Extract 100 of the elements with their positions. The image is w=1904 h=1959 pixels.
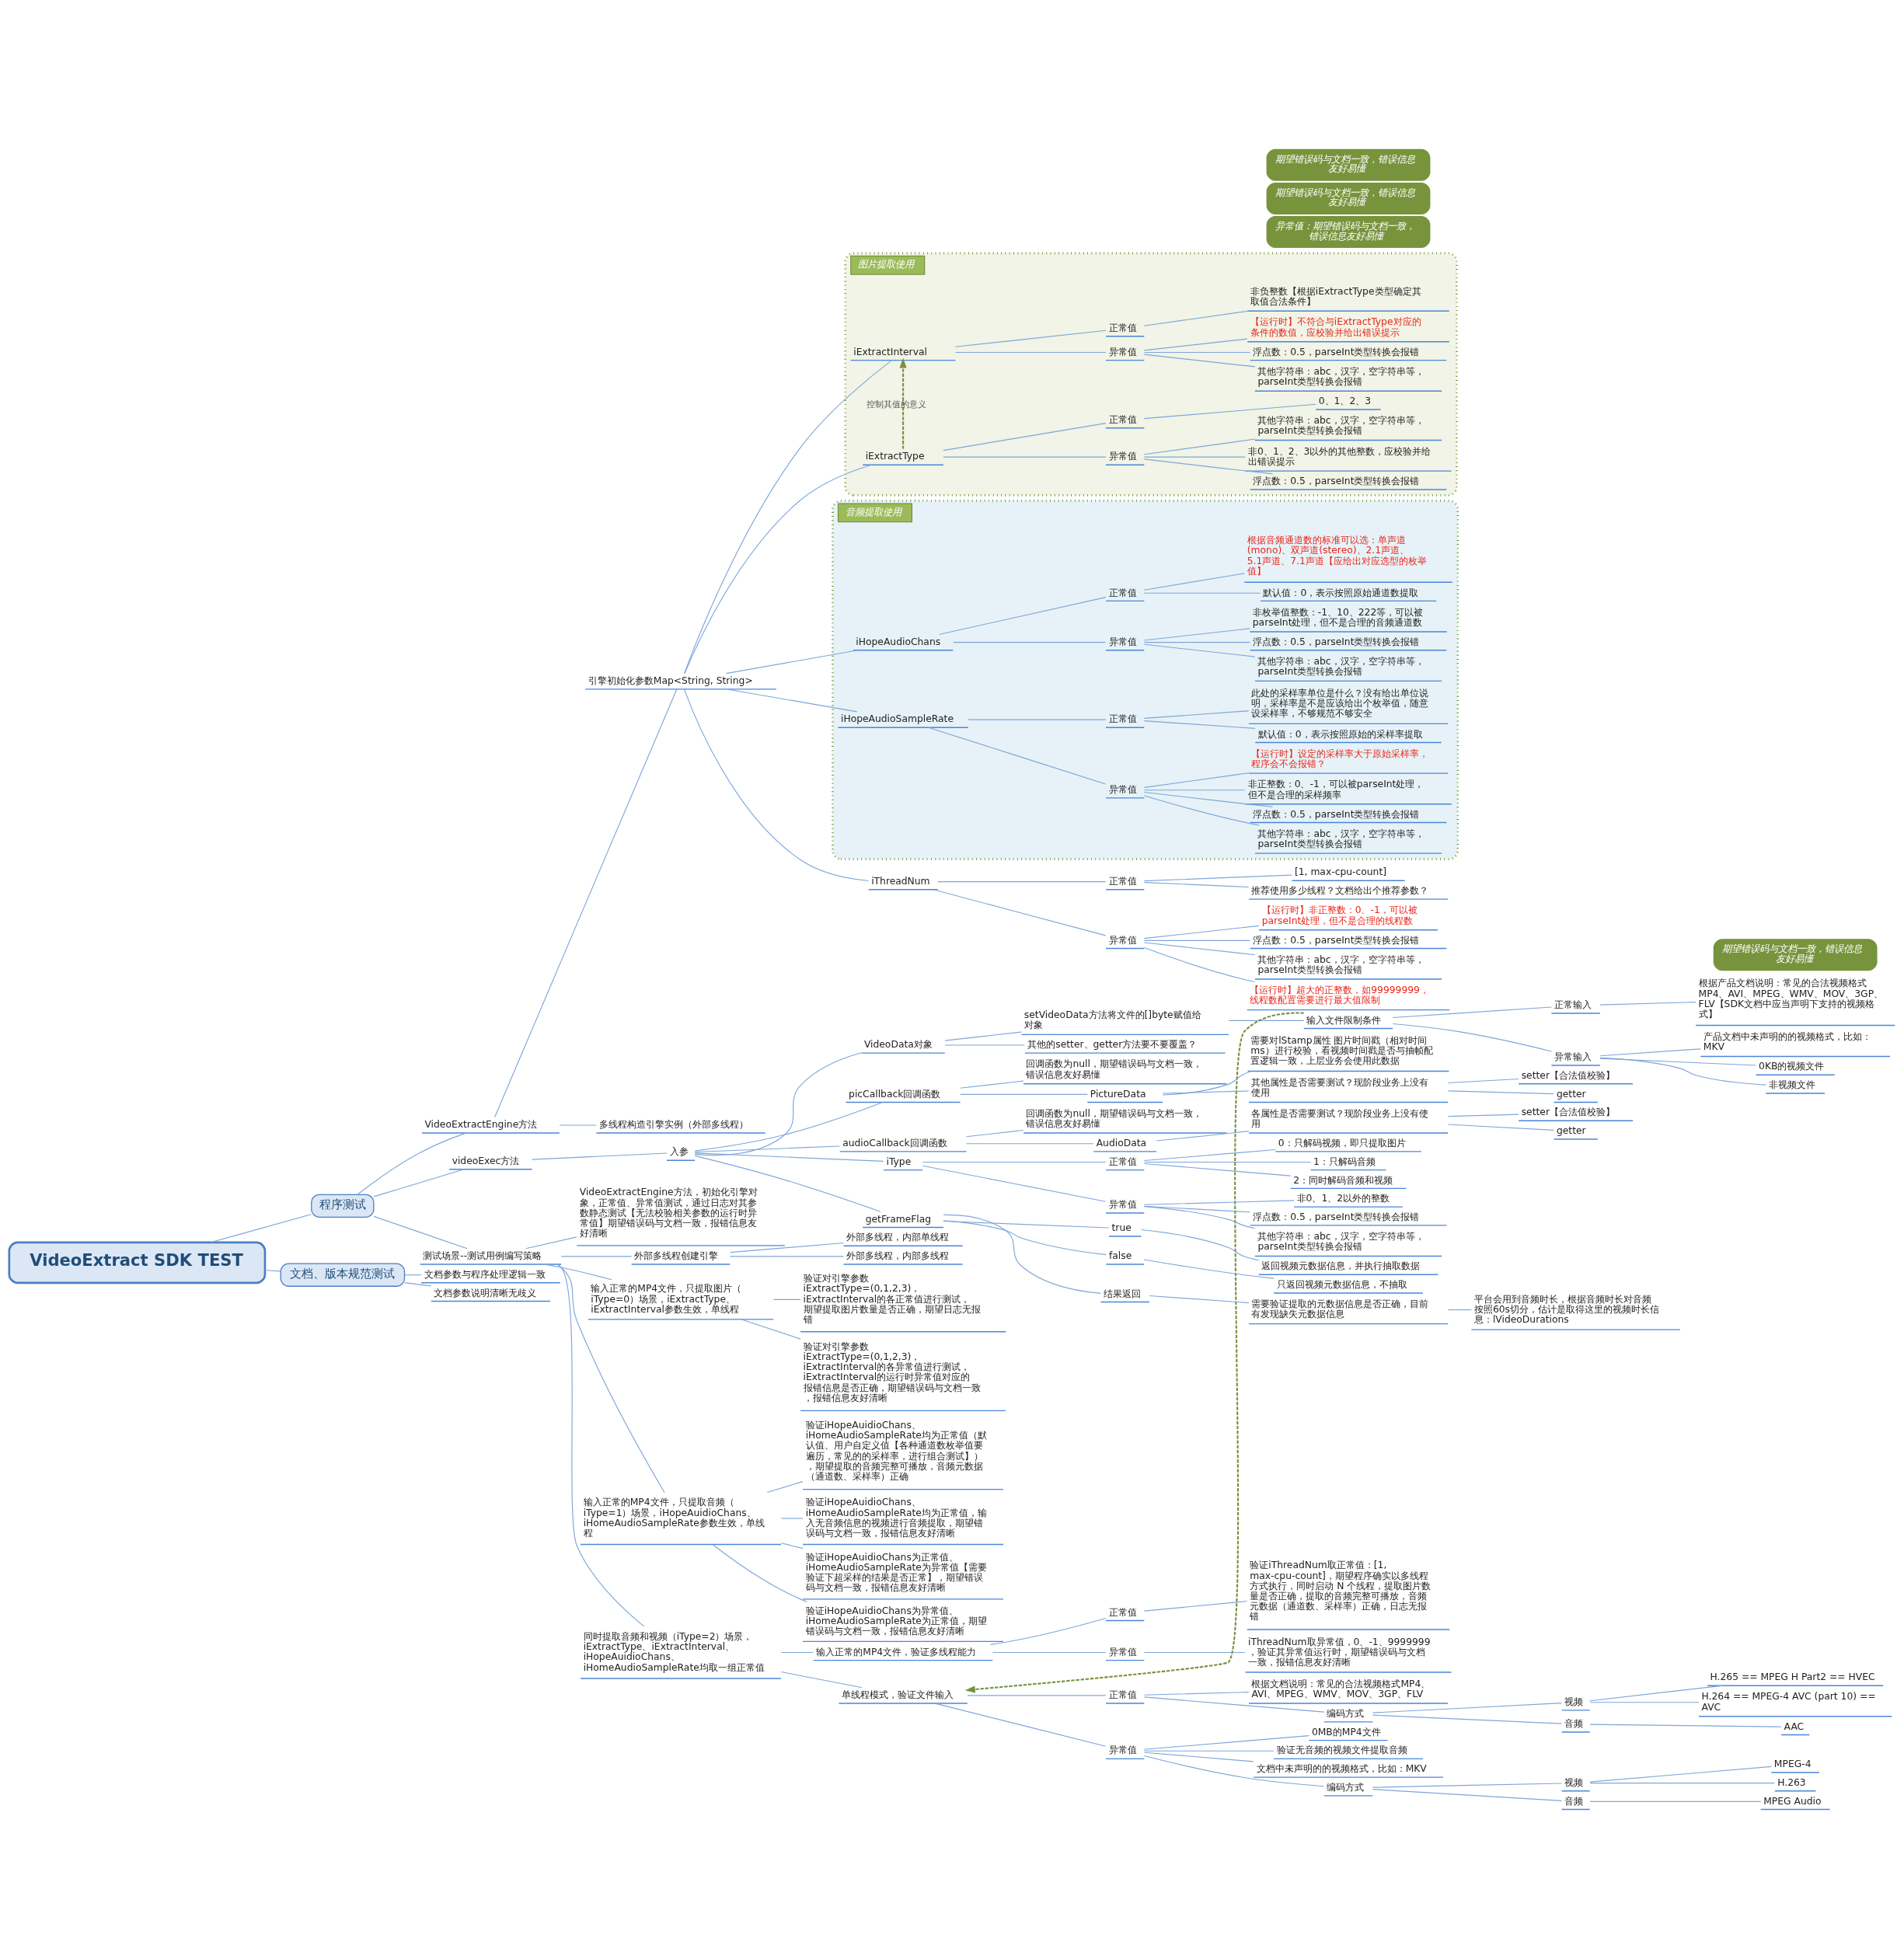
node-text: 非0、1、2以外的整数 [1296, 1193, 1390, 1204]
node-text: getFrameFlag [865, 1213, 932, 1225]
connector [1447, 1309, 1472, 1311]
connector [373, 1215, 468, 1250]
connector [1143, 310, 1250, 326]
node-text: 其他字符串：abc，汉字，空字符串等，parseInt类型转换会报错 [1257, 655, 1425, 678]
connector [939, 597, 1107, 635]
connector [1140, 1229, 1260, 1261]
node-text: 非0、1、2、3以外的其他整数，应校验并给出错误提示 [1248, 445, 1431, 467]
connector [1143, 1161, 1312, 1163]
node-box: 文档、版本规范测试 [280, 1263, 406, 1287]
connector [694, 1145, 840, 1153]
node-text: iThreadNum [871, 875, 930, 887]
node-text: 各属性是否需要测试？现阶段业务上没有使用 [1251, 1107, 1429, 1129]
arrow [899, 357, 907, 449]
connector [922, 1165, 1107, 1202]
connector [1143, 795, 1260, 826]
connector [780, 1518, 804, 1519]
node-text: 异常值 [1108, 1745, 1137, 1756]
connector [780, 1651, 814, 1654]
connector [928, 727, 1107, 785]
node-text: PictureData [1090, 1088, 1146, 1100]
connector [694, 1052, 862, 1156]
connector [780, 1542, 804, 1549]
connector [965, 1129, 1024, 1138]
node-text: VideoData对象 [863, 1039, 933, 1051]
node-text: iHopeAudioChans [856, 636, 941, 647]
node-text: 引擎初始化参数Map<String, String> [588, 675, 753, 687]
connector [373, 1169, 465, 1197]
node-text: 验证iHopeAuidioChans为正常值、iHomeAudioSampleRate为异常值【需要验证下超采样的结果是否正常】，期望错误码与文档一致，报错信息友好清晰 [805, 1551, 987, 1594]
connector [943, 456, 1107, 458]
connector [780, 1671, 863, 1689]
connector [1143, 720, 1256, 729]
node-text: H.263 [1777, 1776, 1806, 1788]
connector [1589, 1783, 1776, 1784]
connector [1143, 1149, 1276, 1162]
connector [726, 688, 858, 713]
node-text: 异常值 [1108, 346, 1137, 357]
connector [694, 1102, 884, 1152]
node-text: true [1111, 1222, 1132, 1234]
node-text: 返回视频元数据信息，并执行抽取数据 [1261, 1260, 1421, 1272]
connector [1143, 1200, 1295, 1205]
node-text: 验证无音频的视频文件提取音频 [1276, 1745, 1407, 1756]
node-text: 输入文件限制条件 [1306, 1014, 1382, 1026]
connector [1447, 1114, 1519, 1117]
connector [1372, 1714, 1563, 1724]
node-text: 验证iHopeAuidioChans为异常值、iHomeAudioSampleRate为正常值，期望错误码与文档一致，报错信息友好清晰 [805, 1605, 987, 1637]
node-text: 平台会用到音频时长，根据音频时长对音频按照60s切分，估计是取得这里的视频时长信息：lVideoDurations [1473, 1293, 1660, 1326]
connector [1143, 592, 1261, 594]
connector [1447, 1079, 1519, 1084]
connector [960, 1093, 1088, 1095]
node-text: 根据音频通道数的标准可以选：单声道(mono)、双声道(stereo)、2.1声道、5.1声道、7.1声道【应给出对应选型的枚举值】 [1247, 535, 1427, 577]
node-text: 文档参数与程序处理逻辑一致 [424, 1268, 546, 1280]
connector [557, 1264, 645, 1627]
connector [1143, 882, 1250, 888]
connector [1143, 1692, 1250, 1696]
node-text: iThreadNum取异常值，0、-1、9999999，验证其异常值运行时，期望错误码与文档一致，报错信息友好清晰 [1248, 1636, 1431, 1668]
connector [404, 1282, 432, 1287]
node-text: MPEG Audio [1763, 1795, 1822, 1807]
connector [1143, 643, 1256, 657]
connector [264, 1270, 281, 1272]
connector [730, 1256, 845, 1257]
connector [766, 1481, 804, 1494]
connector [1143, 1752, 1254, 1762]
node-text: 文档参数说明清晰无歧义 [434, 1287, 537, 1298]
connector [1143, 874, 1292, 882]
node-text: 【运行时】不符合与iExtractType对应的条件的数值，应校验并给出错误提示 [1250, 316, 1421, 338]
connector [968, 719, 1107, 720]
connector [357, 1132, 466, 1195]
connector [1599, 1048, 1701, 1057]
connector [694, 1152, 884, 1162]
node-text: 外部多线程创建引擎 [634, 1250, 719, 1262]
node-text: 异常值 [1108, 636, 1137, 647]
connector [1447, 1124, 1554, 1131]
connector [1143, 1206, 1256, 1229]
node-text: AudioData [1096, 1137, 1147, 1149]
connector [494, 688, 678, 1118]
node-box: 异常值：期望错误码与文档一致，错误信息友好易懂 [1266, 216, 1431, 249]
node-text: 音频 [1564, 1718, 1584, 1730]
node-text: 视频 [1564, 1776, 1584, 1788]
connector [1143, 939, 1250, 941]
connector [1589, 1766, 1772, 1783]
connector [725, 650, 859, 674]
connector [953, 642, 1107, 643]
connector [943, 423, 1107, 451]
node-text: 正常值 [1108, 587, 1137, 598]
connector [545, 1264, 612, 1281]
connector [967, 1695, 1107, 1696]
node-text: 其他字符串：abc，汉字，空字符串等，parseInt类型转换会报错 [1257, 415, 1425, 437]
node-text: 回调函数为null，期望错误码与文档一致，错误信息友好易懂 [1026, 1107, 1202, 1129]
connector [1372, 1789, 1563, 1801]
node-text: 其他字符串：abc，汉字，空字符串等，parseInt类型转换会报错 [1257, 365, 1425, 387]
node-text: 验证对引擎参数iExtractType=(0,1,2,3)，iExtractInterval的各正常值进行测试，期望提取图片数量是否正确，期望日志无报错 [803, 1273, 981, 1326]
connector [556, 1264, 665, 1494]
connector [1599, 1057, 1766, 1086]
connector [943, 1220, 1107, 1256]
connector [1162, 1070, 1252, 1096]
node-text: 浮点数：0.5，parseInt类型转换会报错 [1253, 476, 1420, 487]
connector [1143, 1259, 1275, 1279]
connector [1589, 1685, 1724, 1702]
